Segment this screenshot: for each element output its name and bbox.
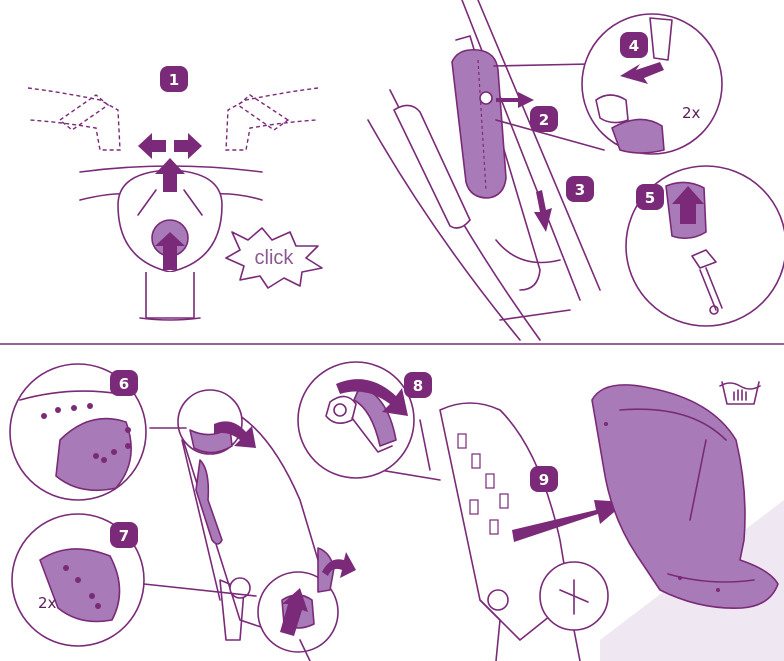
- panel-seat-removal: [380, 403, 608, 661]
- panel-shoulder-pad: [368, 0, 604, 340]
- svg-text:4: 4: [629, 37, 639, 55]
- zoom-detail-8: [298, 362, 414, 478]
- svg-text:6: 6: [119, 375, 129, 393]
- panel-buckle-release: click: [28, 88, 322, 320]
- svg-text:7: 7: [119, 527, 129, 545]
- click-label: click: [255, 247, 295, 269]
- times-label-4: 2x: [682, 104, 701, 122]
- zoom-detail-6: [10, 364, 186, 500]
- seat-cover: [592, 385, 784, 661]
- svg-text:3: 3: [575, 181, 585, 199]
- svg-text:2: 2: [539, 111, 549, 129]
- svg-text:1: 1: [169, 71, 179, 89]
- svg-text:5: 5: [645, 189, 655, 207]
- svg-text:9: 9: [539, 471, 549, 489]
- step-badge-8: 8: [404, 372, 432, 398]
- step-badge-6: 6: [110, 370, 138, 396]
- step-badge-3: 3: [566, 176, 594, 202]
- times-label-7: 2x: [38, 594, 57, 612]
- svg-text:8: 8: [413, 377, 423, 395]
- step-badge-7: 7: [110, 522, 138, 548]
- step-badge-5: 5: [636, 184, 664, 210]
- hand-wash-icon: [720, 382, 760, 404]
- step-badge-9: 9: [530, 466, 558, 492]
- step-badge-2: 2: [530, 106, 558, 132]
- step-badge-4: 4: [620, 32, 648, 58]
- zoom-detail-4: 2x: [582, 14, 722, 154]
- step-badge-1: 1: [160, 66, 188, 92]
